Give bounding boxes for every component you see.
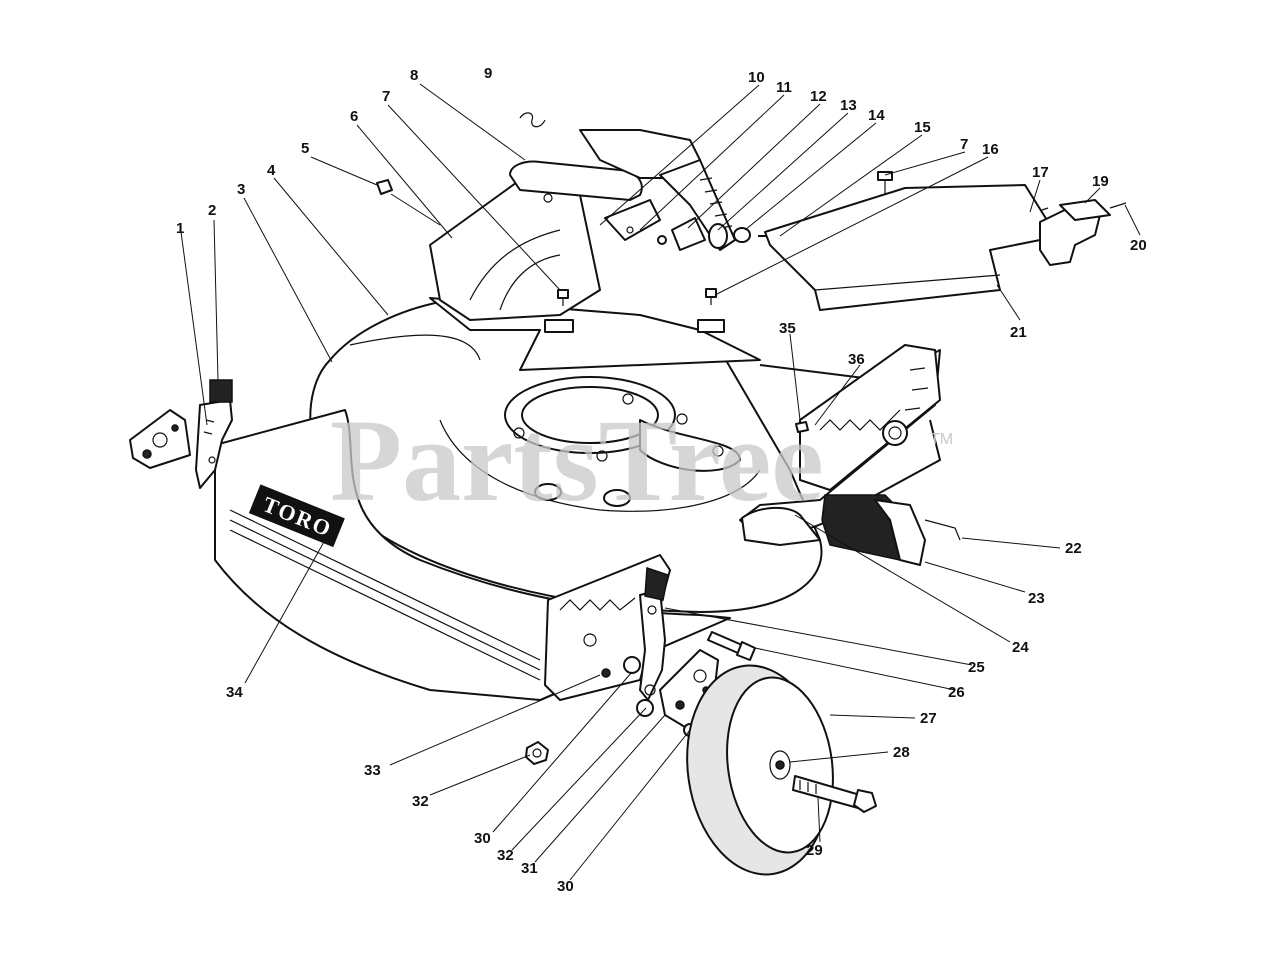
callout-22: 22 [1065, 540, 1082, 557]
callout-33: 33 [364, 762, 381, 779]
callout-26: 26 [948, 684, 965, 701]
callout-13: 13 [840, 97, 857, 114]
rear-flap [821, 494, 961, 566]
callout-10: 10 [748, 69, 765, 86]
callout-15: 15 [914, 119, 931, 136]
callout-25: 25 [968, 659, 985, 676]
callout-7-right: 7 [960, 136, 968, 153]
callout-17: 17 [1032, 164, 1049, 181]
rear-wheel [686, 664, 877, 876]
callout-30: 30 [474, 830, 491, 847]
watermark: PartsTree TM [330, 395, 953, 526]
callout-31: 31 [521, 860, 538, 877]
spring-clip [519, 112, 546, 128]
leader-lines [180, 83, 1141, 881]
callout-9: 9 [484, 65, 492, 82]
callout-2: 2 [208, 202, 216, 219]
callout-32-lower: 32 [497, 847, 514, 864]
callout-1: 1 [176, 220, 184, 237]
callout-21: 21 [1010, 324, 1027, 341]
callout-35: 35 [779, 320, 796, 337]
callout-32: 32 [412, 793, 429, 810]
callout-6: 6 [350, 108, 358, 125]
callouts: 1 2 3 4 5 6 7 8 9 10 11 12 13 14 15 7 16… [176, 65, 1147, 895]
callout-11: 11 [776, 79, 792, 96]
callout-23: 23 [1028, 590, 1045, 607]
left-height-adjuster [129, 379, 233, 489]
callout-5: 5 [301, 140, 309, 157]
callout-34: 34 [226, 684, 243, 701]
callout-4: 4 [267, 162, 276, 179]
callout-27: 27 [920, 710, 937, 727]
callout-16: 16 [982, 141, 999, 158]
callout-12: 12 [810, 88, 827, 105]
callout-28: 28 [893, 744, 910, 761]
callout-7: 7 [382, 88, 390, 105]
callout-29: 29 [806, 842, 823, 859]
deck-housing: TORO [214, 297, 941, 701]
callout-20: 20 [1130, 237, 1147, 254]
callout-30-lower: 30 [557, 878, 574, 895]
rear-door [764, 184, 1127, 311]
callout-8: 8 [410, 67, 418, 84]
callout-3: 3 [237, 181, 245, 198]
callout-24: 24 [1012, 639, 1029, 656]
callout-14: 14 [868, 107, 885, 124]
handle-assembly [509, 129, 784, 251]
callout-19: 19 [1092, 173, 1109, 190]
watermark-text: PartsTree [330, 395, 824, 526]
watermark-tm: TM [930, 431, 953, 448]
callout-36: 36 [848, 351, 865, 368]
